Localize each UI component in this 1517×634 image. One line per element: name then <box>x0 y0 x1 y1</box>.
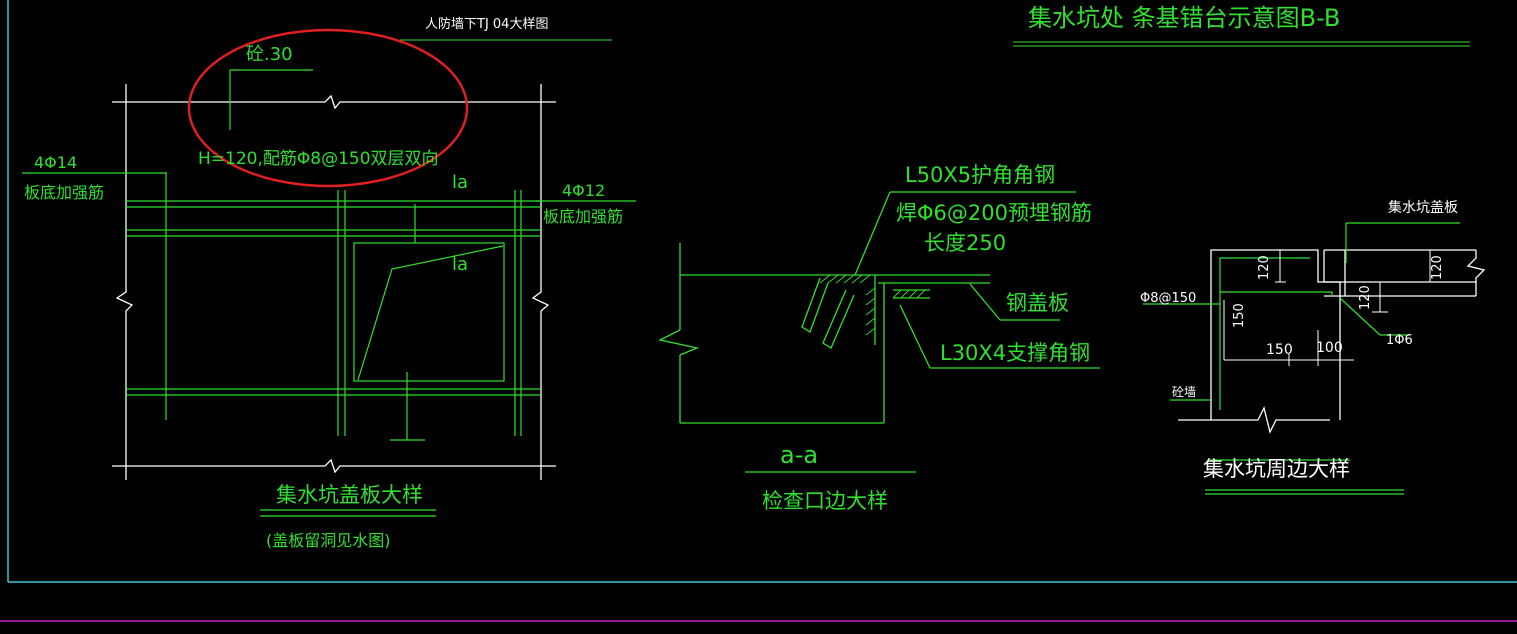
edge-wall-label: 砼墙 <box>1172 385 1196 399</box>
angle-support-label: L30X4支撑角钢 <box>940 341 1090 365</box>
left-rebar-desc: 板底加强筋 <box>24 183 104 202</box>
edge-dim-150-v: 150 <box>1232 303 1247 328</box>
angle-protect-label: L50X5护角角钢 <box>905 163 1055 187</box>
edge-outline-white <box>1178 249 1486 434</box>
check-caption: 检查口边大样 <box>762 489 888 513</box>
steel-plate-label: 钢盖板 <box>1006 291 1069 315</box>
length-label: 长度250 <box>924 231 1006 255</box>
right-rebar-desc: 板底加强筋 <box>543 207 623 226</box>
pit-edge-detail: 集水坑盖板 120 120 120 Φ8@150 150 150 100 1Φ6… <box>1140 199 1486 495</box>
weld-rebar-label: 焊Φ6@200预埋钢筋 <box>896 201 1092 225</box>
check-outline <box>658 191 1100 473</box>
cover-rebars <box>22 69 636 517</box>
edge-dim-120-c: 120 <box>1358 285 1373 310</box>
la-label-mid: la <box>452 254 468 275</box>
edge-dim-100: 100 <box>1316 340 1343 356</box>
section-title: 集水坑处 条基错台示意图B-B <box>1028 4 1340 32</box>
edge-cover-label: 集水坑盖板 <box>1388 199 1458 216</box>
section-mark-aa: a-a <box>780 441 818 469</box>
la-label-top: la <box>452 172 468 193</box>
right-rebar-label: 4Φ12 <box>562 181 605 200</box>
edge-bar-small-label: 1Φ6 <box>1386 333 1413 348</box>
highlight-circle <box>187 28 469 188</box>
cover-caption: 集水坑盖板大样 <box>276 483 423 507</box>
concrete-grade-label: 砼.30 <box>246 44 293 65</box>
edge-caption: 集水坑周边大样 <box>1203 457 1350 481</box>
cover-plate-detail: 砼.30 H=120,配筋Φ8@150双层双向 4Φ14 板底加强筋 4Φ12 … <box>22 28 636 550</box>
check-hatching <box>819 274 926 336</box>
edge-rebar-green <box>1143 222 1460 495</box>
check-opening-detail: L50X5护角角钢 焊Φ6@200预埋钢筋 长度250 钢盖板 L30X4支撑角… <box>658 163 1100 513</box>
edge-dim-120-a: 120 <box>1257 255 1272 280</box>
edge-dim-150-h: 150 <box>1266 342 1293 358</box>
top-title: 人防墙下TJ 04大样图 <box>425 16 548 32</box>
left-rebar-label: 4Φ14 <box>34 153 77 172</box>
edge-dimensions-white <box>1223 249 1431 366</box>
edge-rebar-label: Φ8@150 <box>1140 291 1196 306</box>
edge-dim-120-b: 120 <box>1430 255 1445 280</box>
cover-subcaption: (盖板留洞见水图) <box>266 531 391 550</box>
slab-reinforcement-note: H=120,配筋Φ8@150双层双向 <box>198 149 439 169</box>
cover-outline <box>112 84 556 480</box>
